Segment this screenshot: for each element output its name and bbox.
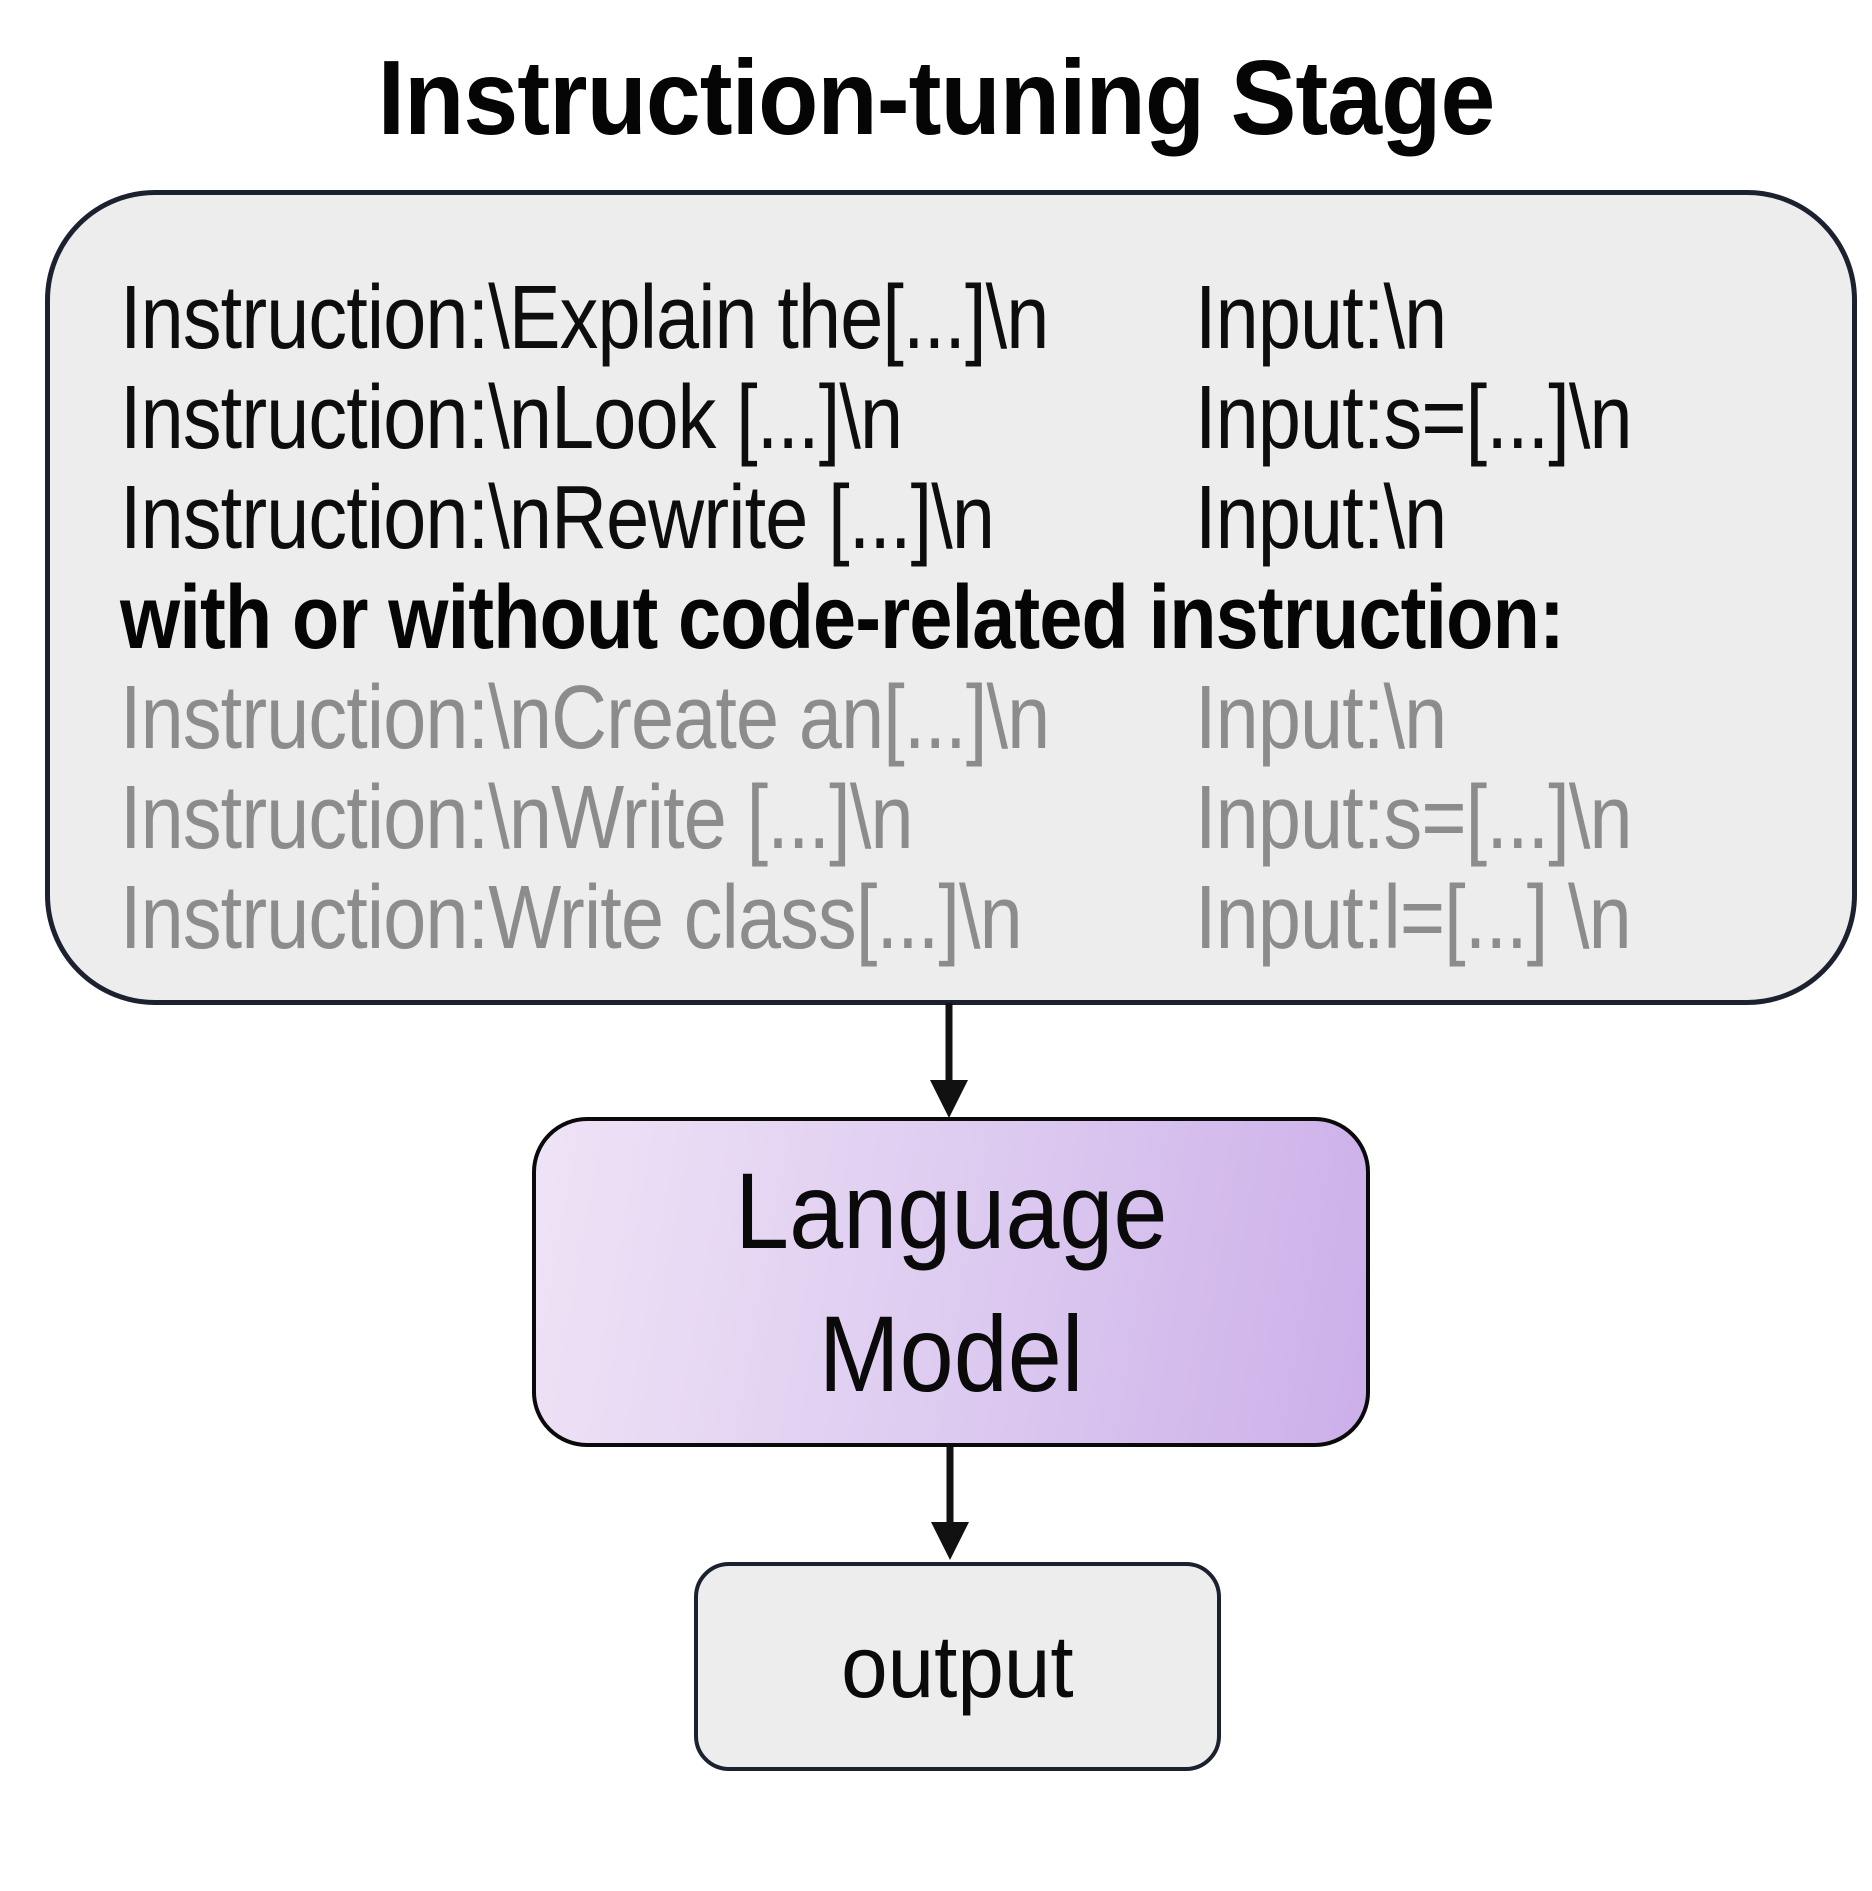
- arrow-dataset-to-lm: [930, 1003, 968, 1118]
- instruction-example-row-muted: Instruction:\nCreate an[...]\n Input:\n: [120, 668, 1852, 768]
- language-model-label-line1: Language: [734, 1150, 1168, 1271]
- instruction-example-row: Instruction:\Explain the[...]\n Input:\n: [120, 268, 1852, 368]
- instruction-example-row: Instruction:\nLook [...]\n Input:s=[...]…: [120, 368, 1852, 468]
- divider-text: with or without code-related instruction…: [120, 568, 1565, 668]
- output-label: output: [841, 1616, 1074, 1716]
- arrow-head-icon: [931, 1522, 969, 1560]
- instruction-text: Instruction:\nRewrite [...]\n: [120, 468, 995, 568]
- arrow-head-icon: [930, 1080, 968, 1118]
- arrow-lm-to-output: [931, 1447, 969, 1560]
- instruction-example-row-muted: Instruction:Write class[...]\n Input:l=[…: [120, 868, 1852, 968]
- instruction-text: Instruction:Write class[...]\n: [120, 868, 1023, 968]
- instruction-text: Instruction:\nWrite [...]\n: [120, 768, 914, 868]
- instruction-example-row: Instruction:\nRewrite [...]\n Input:\n: [120, 468, 1852, 568]
- input-text: Input:s=[...]\n: [1195, 368, 1633, 468]
- input-text: Input:\n: [1195, 268, 1447, 368]
- instruction-example-row-muted: Instruction:\nWrite [...]\n Input:s=[...…: [120, 768, 1852, 868]
- code-related-divider-row: with or without code-related instruction…: [120, 568, 1852, 668]
- input-text: Input:\n: [1195, 668, 1447, 768]
- input-text: Input:s=[...]\n: [1195, 768, 1633, 868]
- output-box: output: [694, 1562, 1221, 1771]
- input-text: Input:\n: [1195, 468, 1447, 568]
- instruction-text: Instruction:\nLook [...]\n: [120, 368, 903, 468]
- diagram-title: Instruction-tuning Stage: [377, 39, 1496, 157]
- instruction-dataset-box: Instruction:\Explain the[...]\n Input:\n…: [45, 190, 1857, 1005]
- instruction-text: Instruction:\Explain the[...]\n: [120, 268, 1049, 368]
- language-model-box: Language Model: [532, 1117, 1370, 1447]
- instruction-text: Instruction:\nCreate an[...]\n: [120, 668, 1050, 768]
- language-model-label-line2: Model: [818, 1293, 1084, 1414]
- input-text: Input:l=[...] \n: [1195, 868, 1632, 968]
